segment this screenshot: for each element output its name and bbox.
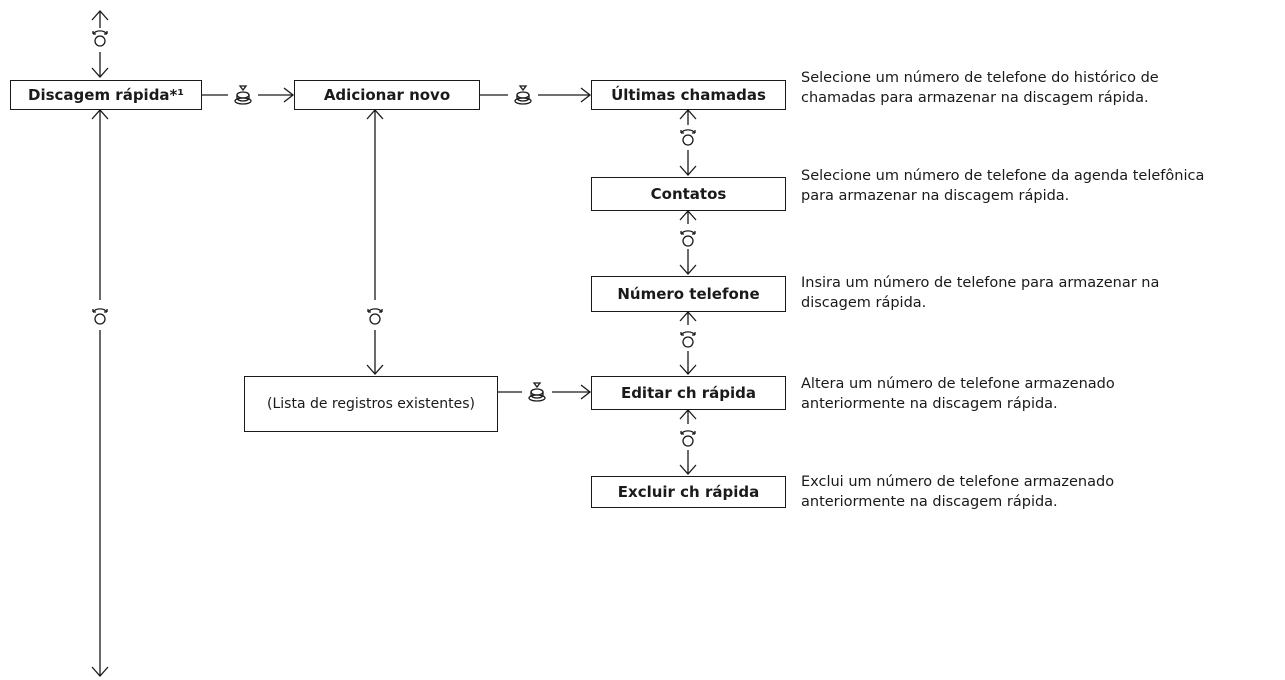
press-selector-icon <box>514 85 532 105</box>
excluir-ch-rapida-box[interactable]: Excluir ch rápida <box>591 476 786 508</box>
adicionar-novo-box[interactable]: Adicionar novo <box>294 80 480 110</box>
discagem-rapida-label: Discagem rápida*¹ <box>28 86 184 104</box>
editar-ch-rapida-description: Altera um número de telefone armazenado … <box>801 376 1115 412</box>
connector-adicionar-lista <box>366 109 384 375</box>
discagem-rapida-box[interactable]: Discagem rápida*¹ <box>10 80 202 110</box>
adicionar-novo-label: Adicionar novo <box>323 86 451 104</box>
ultimas-chamadas-box[interactable]: Últimas chamadas <box>591 80 786 110</box>
contatos-label: Contatos <box>650 185 727 203</box>
excluir-ch-rapida-label: Excluir ch rápida <box>617 483 760 501</box>
rotate-selector-icon <box>680 129 696 146</box>
connector-ultimas-contatos <box>679 109 697 176</box>
numero-telefone-description: Insira um número de telefone para armaze… <box>801 275 1160 311</box>
contatos-box[interactable]: Contatos <box>591 177 786 211</box>
excluir-ch-rapida-description: Exclui um número de telefone armazenado … <box>801 474 1115 510</box>
rotate-selector-icon <box>367 308 383 325</box>
rotate-selector-icon <box>680 230 696 247</box>
press-selector-icon <box>528 382 546 402</box>
connector-discagem-adicionar <box>202 87 295 103</box>
spine-top-arrow <box>91 10 109 78</box>
spine-main-line <box>91 109 109 677</box>
ultimas-chamadas-description: Selecione um número de telefone do histó… <box>801 70 1159 106</box>
contatos-description: Selecione um número de telefone da agend… <box>801 168 1205 204</box>
press-selector-icon <box>234 85 252 105</box>
lista-registros-box[interactable]: (Lista de registros existentes) <box>244 376 498 432</box>
connector-adicionar-ultimas <box>480 87 592 103</box>
rotate-selector-icon <box>680 430 696 447</box>
editar-ch-rapida-label: Editar ch rápida <box>620 384 757 402</box>
numero-telefone-label: Número telefone <box>617 285 760 303</box>
rotate-selector-icon <box>92 30 108 47</box>
rotate-selector-icon <box>92 308 108 325</box>
connector-numero-editar <box>679 311 697 375</box>
ultimas-chamadas-label: Últimas chamadas <box>611 86 766 104</box>
editar-ch-rapida-box[interactable]: Editar ch rápida <box>591 376 786 410</box>
connector-contatos-numero <box>679 210 697 275</box>
numero-telefone-box[interactable]: Número telefone <box>591 276 786 312</box>
connector-editar-excluir <box>679 409 697 475</box>
lista-registros-label: (Lista de registros existentes) <box>267 396 475 412</box>
rotate-selector-icon <box>680 331 696 348</box>
connector-lista-editar <box>498 384 592 400</box>
